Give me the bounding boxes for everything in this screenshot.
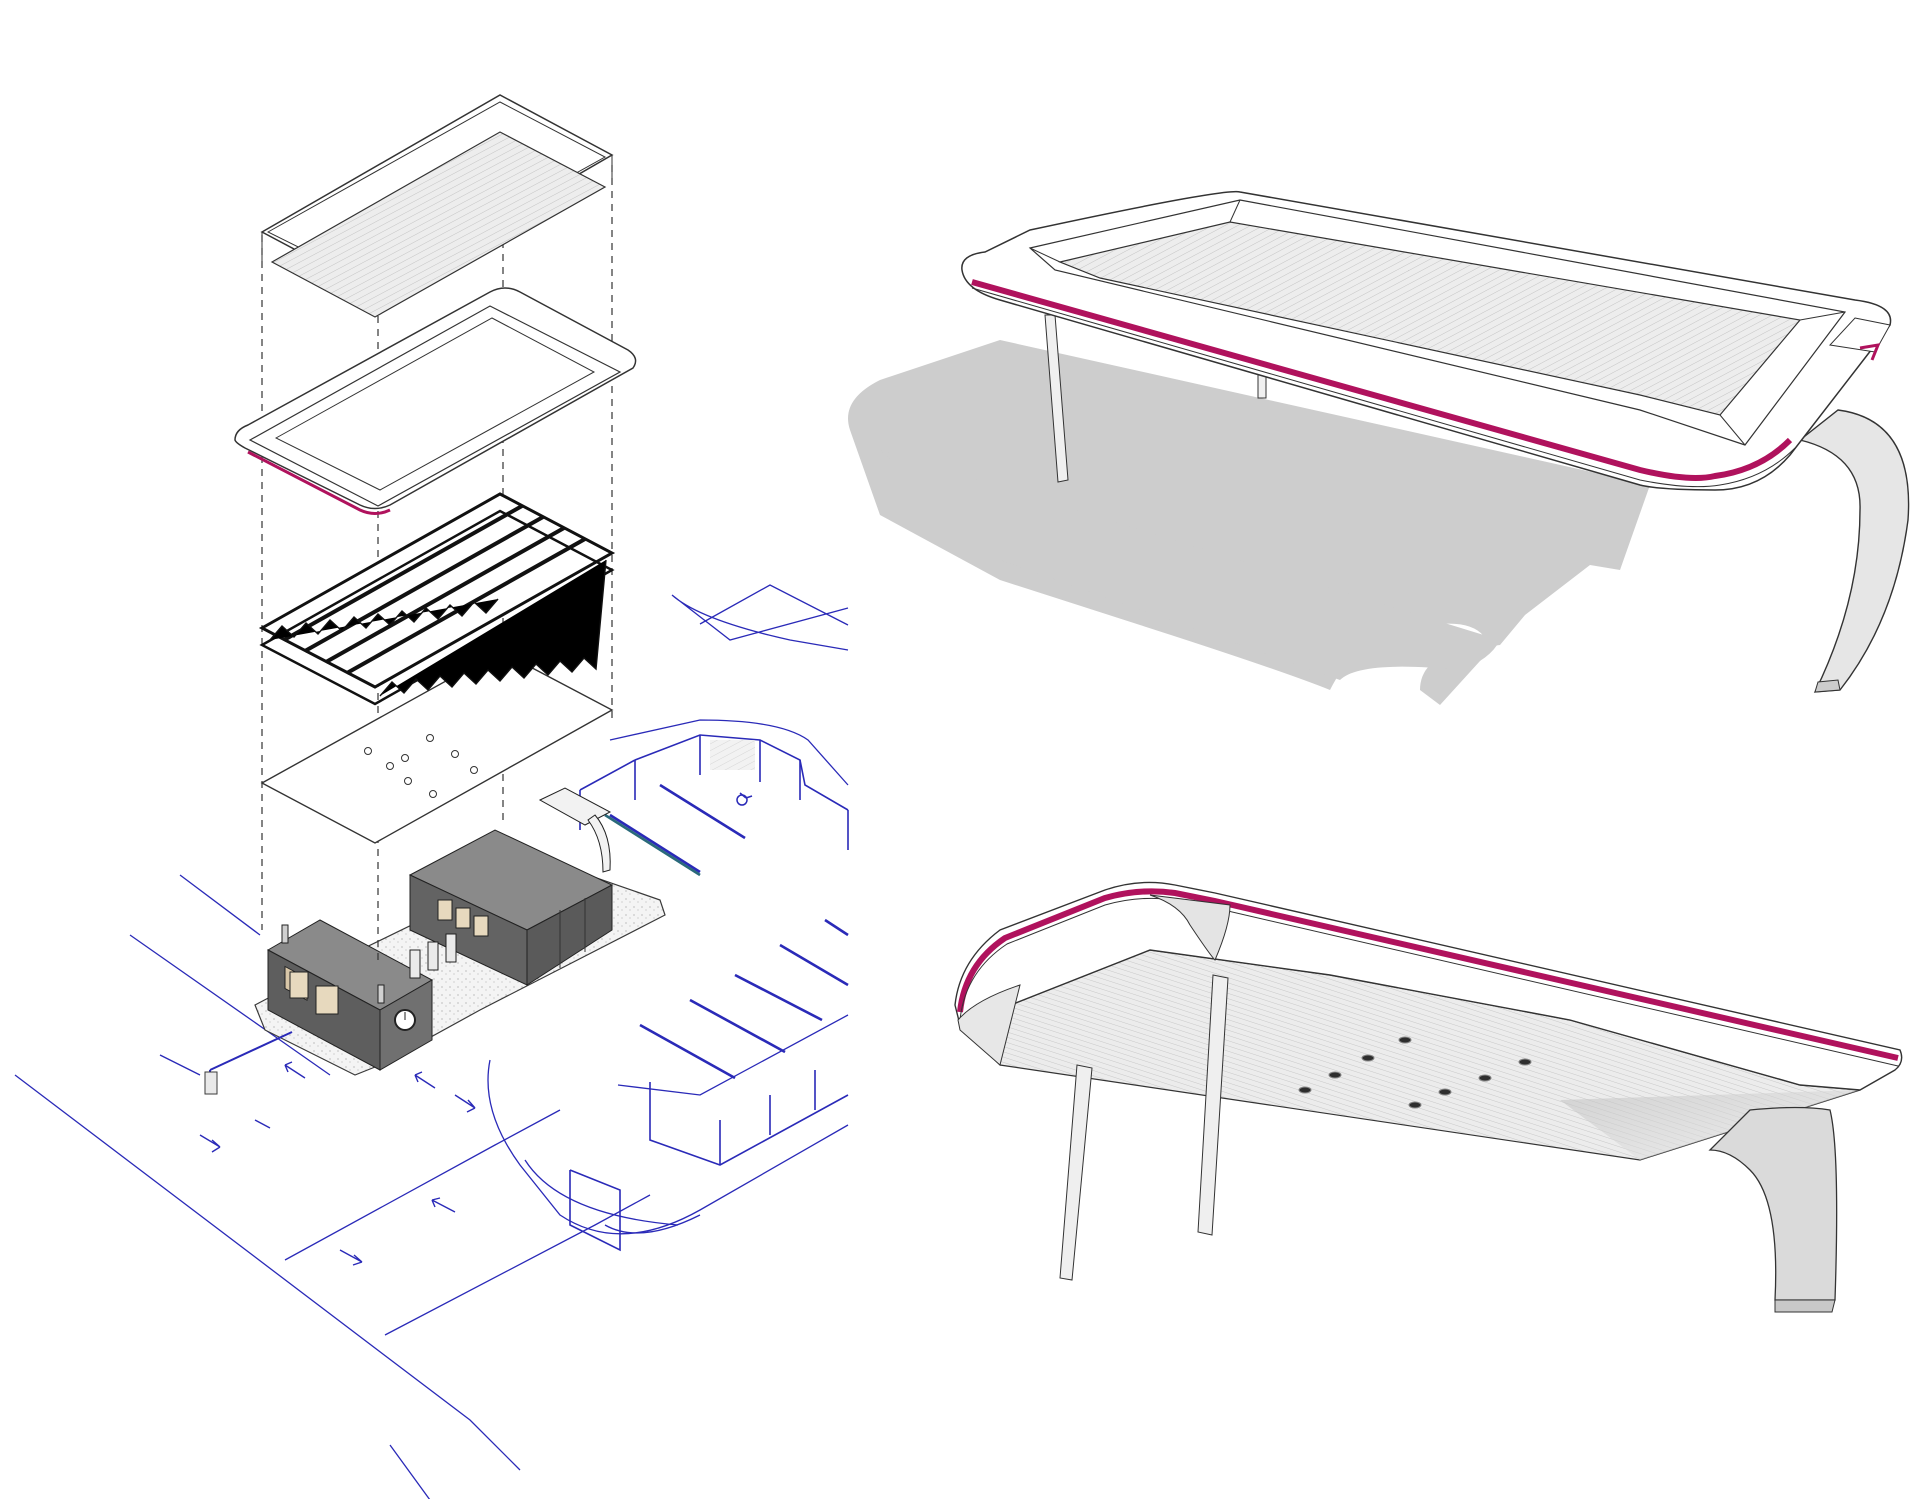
barrier-post xyxy=(204,1071,218,1095)
road-edge-inner xyxy=(129,934,331,1076)
kiosk-window xyxy=(437,899,453,921)
road-curb-lower xyxy=(389,1444,431,1499)
canopy-underside-panel xyxy=(954,881,1903,1313)
kiosk-window xyxy=(473,915,489,937)
arrow-icon xyxy=(199,1134,221,1153)
road-edge-top xyxy=(179,874,261,936)
fence-mesh xyxy=(710,740,755,770)
accessible-parking-icon xyxy=(736,792,753,806)
exploded-axonometric-panel xyxy=(14,94,849,1499)
canopy-rim xyxy=(954,881,1903,1091)
fascia-ring xyxy=(234,287,637,515)
arrow-icon xyxy=(159,1054,271,1129)
median-island xyxy=(487,1059,849,1235)
downlight-icon xyxy=(1298,1036,1532,1109)
traffic-island-top xyxy=(671,584,849,651)
magenta-band xyxy=(957,888,1899,1061)
barrier-gate xyxy=(209,1031,293,1090)
kiosk-window xyxy=(315,985,339,1015)
road-lane-divider xyxy=(284,1109,561,1261)
large-kiosk xyxy=(408,829,614,986)
magenta-band xyxy=(971,279,1793,481)
site-plan xyxy=(14,584,849,1499)
roof-cap xyxy=(260,94,614,318)
soffit-plane xyxy=(260,650,614,844)
arrow-icon xyxy=(284,1061,306,1079)
median-island-inner xyxy=(604,1214,701,1234)
road-edge-left xyxy=(14,1074,521,1471)
canopy-top-view-panel xyxy=(848,190,1910,705)
small-kiosk xyxy=(266,919,434,1071)
arrow-icon xyxy=(431,1197,456,1213)
arrow-icon xyxy=(414,1071,436,1089)
parking-lot-edge xyxy=(609,719,849,786)
downlight-icon xyxy=(364,734,478,798)
steel-truss xyxy=(258,492,616,706)
parking-stripes xyxy=(609,783,849,1080)
road-arrows xyxy=(159,1054,476,1266)
planter-fence xyxy=(569,734,849,1252)
kiosk-window xyxy=(289,971,309,999)
turnstiles xyxy=(409,933,457,979)
cast-shadow xyxy=(848,340,1650,705)
arrow-icon xyxy=(454,1094,476,1113)
parking-stripes-teal xyxy=(604,813,701,877)
parking-lot-right xyxy=(617,1014,849,1096)
arrow-icon xyxy=(339,1249,363,1266)
road-lane-divider-2 xyxy=(384,1194,651,1336)
magenta-band xyxy=(247,450,391,515)
curved-leg xyxy=(1708,1106,1838,1301)
kiosk-window xyxy=(455,907,471,929)
bus-bay-curve xyxy=(524,1159,679,1226)
canopy-column xyxy=(1059,974,1229,1281)
curved-leg xyxy=(1798,409,1910,693)
small-canopy xyxy=(538,787,612,873)
